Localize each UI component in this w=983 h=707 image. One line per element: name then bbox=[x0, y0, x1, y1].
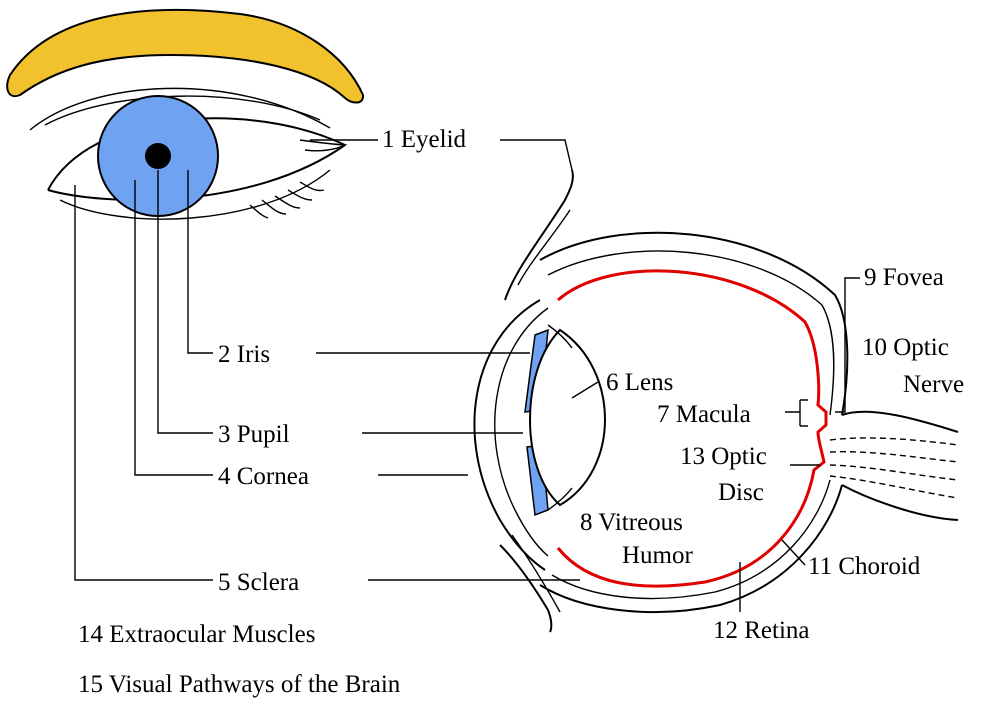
leader-lines bbox=[75, 140, 860, 612]
labels: 1 Eyelid 2 Iris 3 Pupil 4 Cornea 5 Scler… bbox=[78, 126, 964, 698]
label-retina: 12 Retina bbox=[713, 617, 810, 644]
leader-eyelid-right bbox=[500, 140, 572, 170]
label-vitreous-2: Humor bbox=[622, 542, 694, 569]
choroid-layer-bottom bbox=[552, 480, 830, 598]
label-optic-nerve-1: 10 Optic bbox=[862, 334, 949, 361]
label-extraocular: 14 Extraocular Muscles bbox=[78, 621, 315, 648]
label-pupil: 3 Pupil bbox=[218, 421, 290, 448]
optic-nerve-top bbox=[842, 412, 958, 432]
label-optic-disc-2: Disc bbox=[718, 479, 764, 506]
lower-lid-section bbox=[500, 545, 551, 632]
label-eyelid: 1 Eyelid bbox=[382, 126, 467, 153]
label-sclera: 5 Sclera bbox=[218, 569, 299, 596]
leader-sclera-front bbox=[75, 185, 213, 580]
lower-lashes bbox=[250, 182, 324, 218]
label-vitreous-1: 8 Vitreous bbox=[580, 509, 683, 536]
label-fovea: 9 Fovea bbox=[864, 264, 944, 291]
upper-lid-section bbox=[505, 170, 573, 300]
label-cornea: 4 Cornea bbox=[218, 463, 309, 490]
label-choroid: 11 Choroid bbox=[808, 553, 921, 580]
label-lens: 6 Lens bbox=[606, 369, 673, 396]
leader-cornea-front bbox=[135, 180, 213, 475]
label-optic-disc-1: 13 Optic bbox=[680, 443, 767, 470]
upper-lid-section-2 bbox=[518, 210, 570, 285]
label-macula: 7 Macula bbox=[657, 401, 751, 428]
leader-macula bbox=[785, 400, 808, 426]
label-visual-pathways: 15 Visual Pathways of the Brain bbox=[78, 671, 401, 698]
front-eye-view bbox=[7, 10, 363, 219]
optic-nerve-bottom bbox=[842, 485, 958, 520]
label-optic-nerve-2: Nerve bbox=[903, 371, 964, 398]
label-iris: 2 Iris bbox=[218, 341, 270, 368]
pupil-circle bbox=[145, 143, 171, 169]
